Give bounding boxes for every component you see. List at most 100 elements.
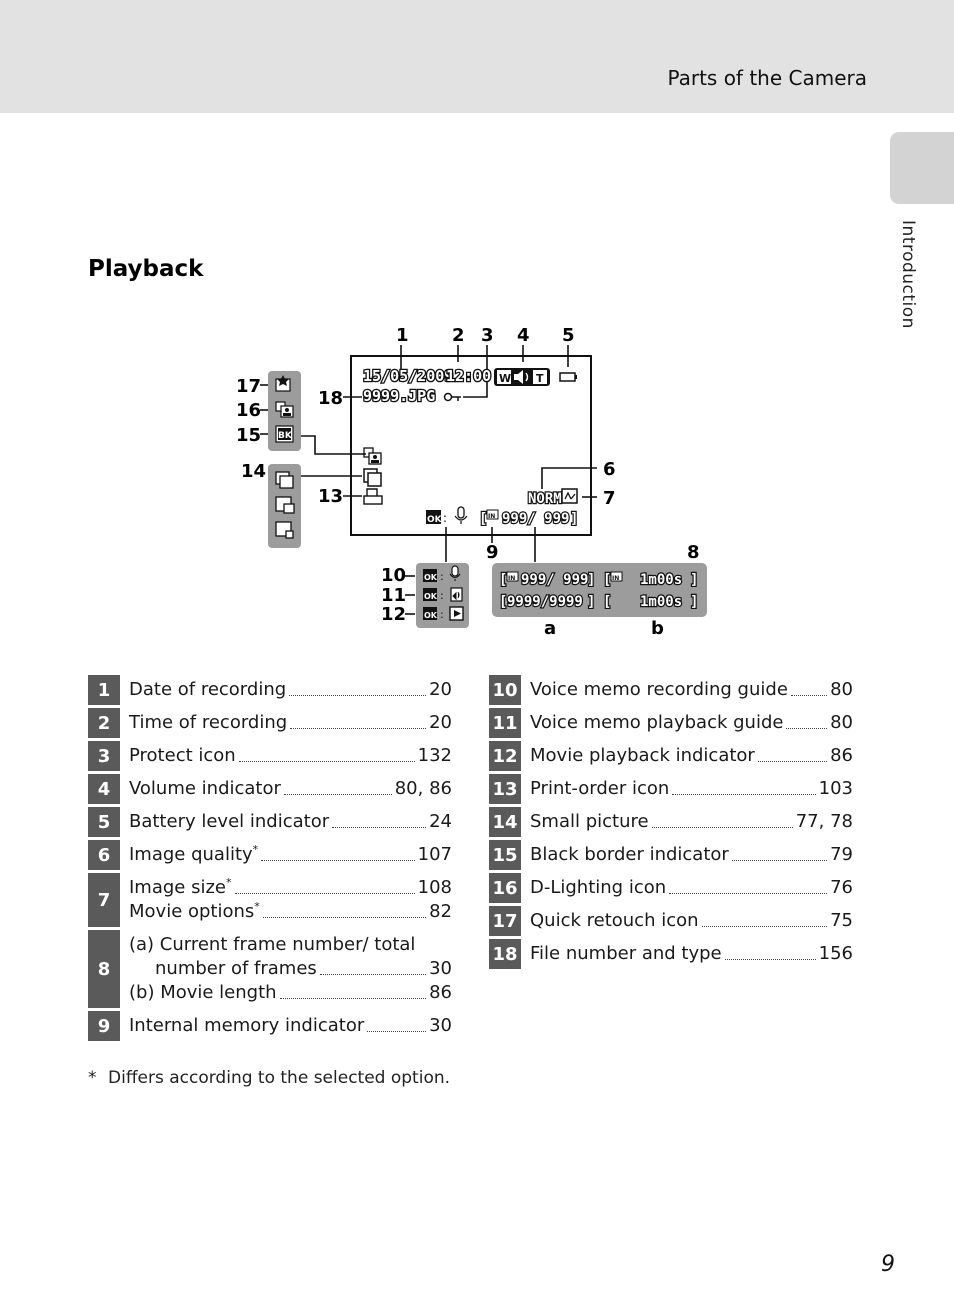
svg-text:BK: BK — [278, 431, 293, 441]
legend-content: Volume indicator 80, 86 — [120, 774, 452, 804]
callout-8: 8 — [687, 542, 700, 563]
svg-text:[: [ — [499, 572, 507, 588]
legend-description: Print-order icon — [530, 777, 669, 801]
legend-description: Movie options* — [129, 900, 260, 924]
legend-line: Battery level indicator 24 — [129, 810, 452, 834]
legend-description: number of frames — [155, 957, 317, 981]
page-reference[interactable]: 77, 78 — [795, 811, 853, 832]
legend-text: (b) Movie length — [129, 982, 277, 1003]
page-title: Playback — [88, 256, 204, 282]
legend-text: Volume indicator — [129, 778, 281, 799]
legend-line: Image size* 108 — [129, 876, 452, 900]
callout-4: 4 — [517, 325, 530, 346]
callout-6: 6 — [603, 459, 616, 480]
page-reference[interactable]: 79 — [830, 844, 853, 865]
page-reference[interactable]: 30 — [429, 1015, 452, 1036]
legend-description: Protect icon — [129, 744, 236, 768]
page-reference[interactable]: 156 — [818, 943, 853, 964]
page-reference[interactable]: 86 — [830, 745, 853, 766]
legend-description: Battery level indicator — [129, 810, 329, 834]
legend-content: Print-order icon 103 — [521, 774, 853, 804]
legend-description: Date of recording — [129, 678, 286, 702]
page-reference[interactable]: 30 — [429, 958, 452, 979]
legend-text: File number and type — [530, 943, 722, 964]
callout-16: 16 — [236, 400, 261, 421]
callout-12: 12 — [381, 604, 406, 625]
lcd-date: 15/05/2009 — [363, 367, 453, 385]
page-reference[interactable]: 75 — [830, 910, 853, 931]
svg-text:[: [ — [603, 594, 611, 610]
legend-number: 17 — [489, 906, 521, 936]
legend-text: Date of recording — [129, 679, 287, 700]
dot-leader — [731, 860, 828, 861]
dot-leader — [672, 794, 816, 795]
legend-movie-length-1: 1m00s — [640, 572, 682, 588]
page-reference[interactable]: 103 — [818, 778, 853, 799]
page-reference[interactable]: 86 — [429, 982, 452, 1003]
legend-text: Protect icon — [129, 745, 236, 766]
svg-text:]: ] — [570, 511, 578, 527]
page-reference[interactable]: 132 — [417, 745, 452, 766]
legend-description: (a) Current frame number/ total — [129, 933, 415, 957]
callout-10: 10 — [381, 565, 406, 586]
svg-text:[: [ — [479, 511, 487, 527]
page-reference[interactable]: 20 — [429, 679, 452, 700]
legend-description: Image size* — [129, 876, 232, 900]
page-reference[interactable]: 108 — [417, 877, 452, 898]
legend-frame-count-2: 9999/9999 — [507, 594, 583, 610]
legend-row: 3 Protect icon 132 — [88, 741, 452, 771]
legend-content: File number and type 156 — [521, 939, 853, 969]
dot-leader — [724, 959, 816, 960]
legend-content: Battery level indicator 24 — [120, 807, 452, 837]
lcd-counter: 999/ 999 — [502, 511, 569, 527]
legend-number: 9 — [88, 1011, 120, 1041]
svg-text:[: [ — [603, 572, 611, 588]
legend-number: 3 — [88, 741, 120, 771]
page-reference[interactable]: 80 — [830, 712, 853, 733]
legend-text: Battery level indicator — [129, 811, 330, 832]
svg-text:T: T — [536, 372, 544, 385]
footnote: *Differs according to the selected optio… — [88, 1068, 450, 1088]
side-tab[interactable] — [890, 132, 954, 204]
dot-leader — [332, 827, 427, 828]
callout-17: 17 — [236, 376, 261, 397]
page-reference[interactable]: 80 — [830, 679, 853, 700]
callout-5: 5 — [562, 325, 575, 346]
callout-b: b — [651, 618, 664, 639]
svg-text:IN: IN — [508, 575, 515, 582]
small-picture-icon — [275, 471, 295, 539]
footnote-mark: * — [88, 1068, 97, 1088]
svg-text:[: [ — [499, 594, 507, 610]
page-reference[interactable]: 24 — [429, 811, 452, 832]
legend-text: Image quality — [129, 844, 253, 865]
page-reference[interactable]: 107 — [417, 844, 452, 865]
legend-text: D-Lighting icon — [530, 877, 667, 898]
legend-line: Volume indicator 80, 86 — [129, 777, 452, 801]
callout-15: 15 — [236, 425, 261, 446]
legend-line: (b) Movie length 86 — [129, 981, 452, 1005]
dot-leader — [234, 893, 415, 894]
page-reference[interactable]: 82 — [429, 901, 452, 922]
svg-text:IN: IN — [612, 575, 619, 582]
legend-number: 15 — [489, 840, 521, 870]
internal-memory-icon: [ IN — [478, 509, 499, 528]
legend-line: File number and type 156 — [530, 942, 853, 966]
page-reference[interactable]: 76 — [830, 877, 853, 898]
page-reference[interactable]: 80, 86 — [394, 778, 452, 799]
legend-line: Image quality*107 — [129, 843, 452, 867]
page-reference[interactable]: 20 — [429, 712, 452, 733]
legend-line: Movie options* 82 — [129, 900, 452, 924]
image-size-icon — [561, 488, 578, 504]
